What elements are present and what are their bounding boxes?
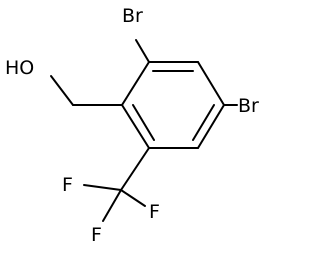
hydroxyl-label: HO — [5, 57, 34, 79]
bond-c6-cf3 — [120, 147, 150, 191]
bond-cf3-f-bottom — [102, 189, 122, 222]
molecule-structure: Br Br HO F F F — [5, 5, 259, 246]
double-bond-inner-left — [132, 104, 155, 141]
bond-cf3-f-left — [83, 184, 122, 191]
bromine-label-right: Br — [238, 95, 259, 117]
ring-bond-c3-c4 — [197, 61, 225, 106]
ring-bond-c6-c1 — [121, 104, 150, 149]
fluorine-label-bottom: F — [91, 224, 102, 246]
double-bond-inner-right — [192, 104, 215, 141]
bond-cf3-f-right — [120, 189, 146, 207]
bond-c2-br — [135, 39, 150, 63]
atom-label-layer: Br Br HO F F F — [5, 5, 259, 246]
fluorine-label-left: F — [62, 174, 73, 196]
bond-layer — [50, 39, 238, 222]
ring-bond-c4-c5 — [197, 104, 225, 149]
bromine-label-top: Br — [122, 5, 143, 27]
bond-ch2-oh — [50, 75, 74, 106]
fluorine-label-right: F — [149, 201, 160, 223]
ring-bond-c1-c2 — [121, 61, 150, 106]
